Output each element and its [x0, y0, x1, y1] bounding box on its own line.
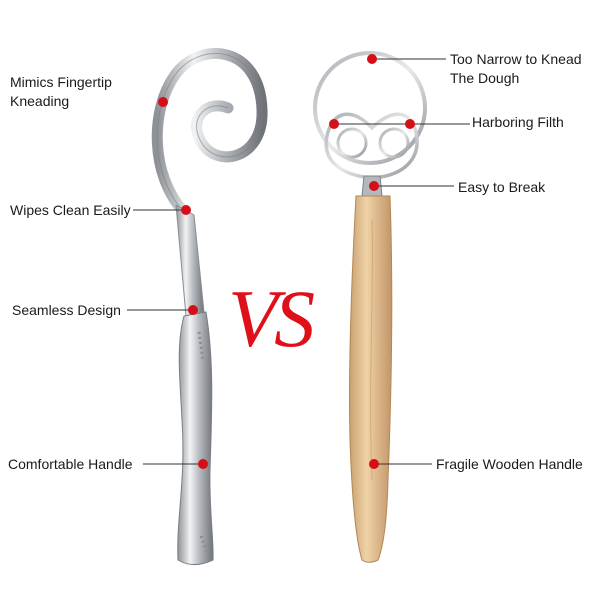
label-harboring-filth: Harboring Filth [472, 114, 564, 130]
markers [158, 54, 415, 469]
marker-dot [367, 54, 377, 64]
marker-dot [158, 97, 168, 107]
steel-spiral-whisk [151, 48, 268, 565]
label-fragile-wooden-handle: Fragile Wooden Handle [436, 456, 583, 472]
marker-dot [198, 459, 208, 469]
marker-dot [369, 459, 379, 469]
label-line: The Dough [450, 70, 520, 86]
label-fingertip: Mimics Fingertip Kneading [10, 73, 112, 111]
steel-shaft [175, 204, 205, 317]
outer-ring [313, 51, 427, 165]
vs-text: VS [228, 273, 315, 364]
marker-dot [405, 119, 415, 129]
label-line: Mimics Fingertip [10, 74, 112, 90]
inner-loop [324, 112, 419, 180]
label-line: Too Narrow to Knead [450, 51, 582, 67]
leader-lines [127, 58, 470, 465]
marker-dot [329, 119, 339, 129]
label-wipes: Wipes Clean Easily [10, 202, 131, 218]
marker-dot [188, 305, 198, 315]
label-line: Kneading [10, 93, 70, 109]
danish-dough-whisk [313, 51, 427, 563]
label-too-narrow: Too Narrow to Knead The Dough [450, 50, 582, 88]
label-seamless: Seamless Design [12, 302, 121, 318]
label-easy-to-break: Easy to Break [458, 179, 546, 195]
label-comfortable-handle: Comfortable Handle [8, 456, 133, 472]
marker-dot [369, 181, 379, 191]
steel-handle [177, 311, 214, 565]
marker-dot [181, 205, 191, 215]
